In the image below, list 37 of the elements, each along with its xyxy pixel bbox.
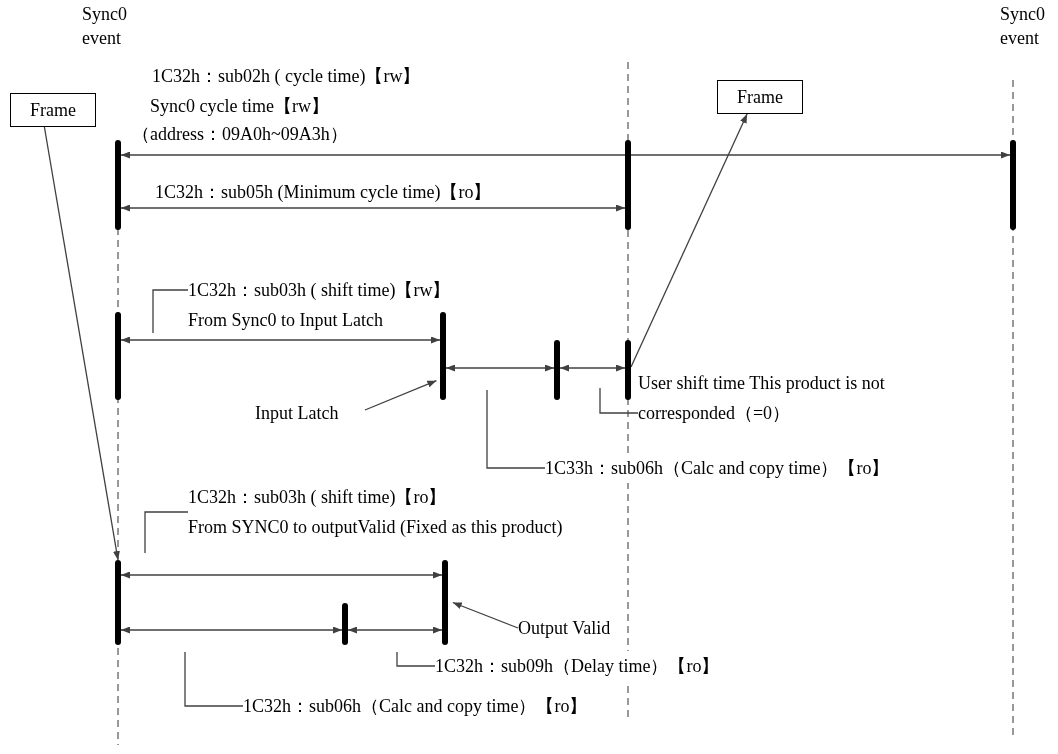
double-arrow (120, 204, 626, 212)
double-arrow (445, 364, 555, 372)
frame-label: Frame (30, 99, 76, 122)
leader-line (396, 651, 436, 667)
timing-bar (115, 312, 121, 400)
leader-line (152, 289, 189, 334)
arrow (630, 113, 748, 368)
leader-line (599, 387, 639, 414)
annotation-text: （address：09A0h~09A3h） (132, 123, 349, 146)
timing-bar (1010, 140, 1016, 230)
double-arrow (120, 626, 343, 634)
frame-box (10, 93, 96, 127)
double-arrow (120, 336, 441, 344)
timing-bar (442, 560, 448, 645)
annotation-text: Sync0 cycle time【rw】 (150, 95, 330, 118)
arrow (452, 601, 519, 629)
timing-bar (625, 140, 631, 230)
arrow (43, 126, 121, 561)
annotation-text: 1C32h：sub02h ( cycle time)【rw】 (152, 65, 422, 88)
timing-bar (554, 340, 560, 400)
frame-box (717, 80, 803, 114)
timing-bar (625, 340, 631, 400)
leader-line (184, 651, 244, 707)
leader-line (486, 389, 546, 469)
event-label: Sync0 event (82, 3, 128, 50)
arrow (364, 380, 438, 411)
leader-line (144, 511, 189, 554)
timing-bar (115, 140, 121, 230)
timing-bar (440, 312, 446, 400)
timing-bar (115, 560, 121, 645)
frame-label: Frame (737, 86, 783, 109)
double-arrow (120, 151, 1011, 159)
double-arrow (120, 571, 443, 579)
timing-bar (342, 603, 348, 645)
double-arrow (347, 626, 443, 634)
event-label: Sync0 event (1000, 3, 1046, 50)
double-arrow (559, 364, 626, 372)
